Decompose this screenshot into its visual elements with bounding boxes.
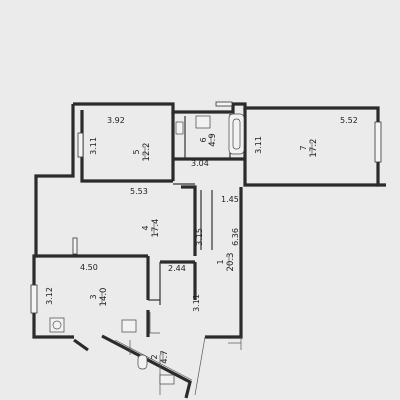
svg-text:5: 5 (132, 149, 141, 154)
dim-top-left-height: 3.11 (89, 137, 98, 155)
dimension-labels: 3.92 3.11 3.04 5.52 3.11 1.45 5.53 6.36 … (45, 116, 358, 312)
svg-text:14.0: 14.0 (99, 288, 109, 307)
room-labels: 5 12.2 6 4.9 7 17.2 4 17.4 1 20.3 3 14.0… (89, 133, 319, 364)
room-2-label: 2 4.7 (150, 350, 170, 364)
windows (30, 101, 382, 314)
fixtures (49, 113, 245, 385)
svg-text:12.2: 12.2 (142, 143, 152, 162)
svg-text:2: 2 (150, 354, 159, 359)
svg-text:4.7: 4.7 (160, 350, 170, 364)
dim-bottom-left-width: 4.50 (80, 263, 98, 272)
window-right-top (374, 121, 382, 163)
dim-top-left-width: 3.92 (107, 116, 125, 125)
stove-icon (49, 317, 65, 333)
label-dividers (101, 135, 313, 363)
dim-bath-width: 3.04 (191, 159, 209, 168)
window-top-bath (215, 101, 233, 107)
dim-top-right-width: 5.52 (340, 116, 358, 125)
svg-text:1: 1 (216, 259, 225, 264)
room-3-label: 3 14.0 (89, 288, 109, 307)
svg-text:17.4: 17.4 (151, 219, 161, 238)
dim-corridor-vertical: 6.36 (231, 228, 240, 246)
bathtub-inner (232, 118, 241, 150)
room-1-label: 1 20.3 (216, 253, 236, 272)
svg-text:4: 4 (141, 225, 150, 230)
svg-text:20.3: 20.3 (226, 253, 236, 272)
svg-text:6: 6 (199, 137, 208, 142)
room-7-label: 7 17.2 (299, 139, 319, 158)
dim-living-width: 5.53 (130, 187, 148, 196)
dim-corridor-top: 1.45 (221, 195, 239, 204)
svg-text:3: 3 (89, 294, 98, 299)
toilet-icon (195, 115, 211, 129)
dim-living-depth: 3.15 (195, 228, 204, 246)
svg-text:7: 7 (299, 145, 308, 150)
room-6-label: 6 4.9 (199, 133, 218, 147)
wash-basin-icon (159, 374, 175, 385)
wc-icon (137, 354, 148, 370)
window-left-top (77, 132, 84, 158)
window-left-mid (72, 237, 78, 255)
window-left-bottom (30, 284, 38, 314)
room-4-label: 4 17.4 (141, 219, 161, 238)
kitchen-sink-icon (121, 319, 137, 333)
dim-kitchen-width: 2.44 (168, 264, 186, 273)
svg-text:17.2: 17.2 (309, 139, 319, 158)
svg-text:4.9: 4.9 (208, 133, 218, 147)
dim-kitchen-height: 3.11 (192, 294, 201, 312)
room-5-label: 5 12.2 (132, 143, 152, 162)
dim-bottom-left-height: 3.12 (45, 287, 54, 305)
dim-top-right-height: 3.11 (254, 136, 263, 154)
sink-icon (175, 121, 184, 135)
